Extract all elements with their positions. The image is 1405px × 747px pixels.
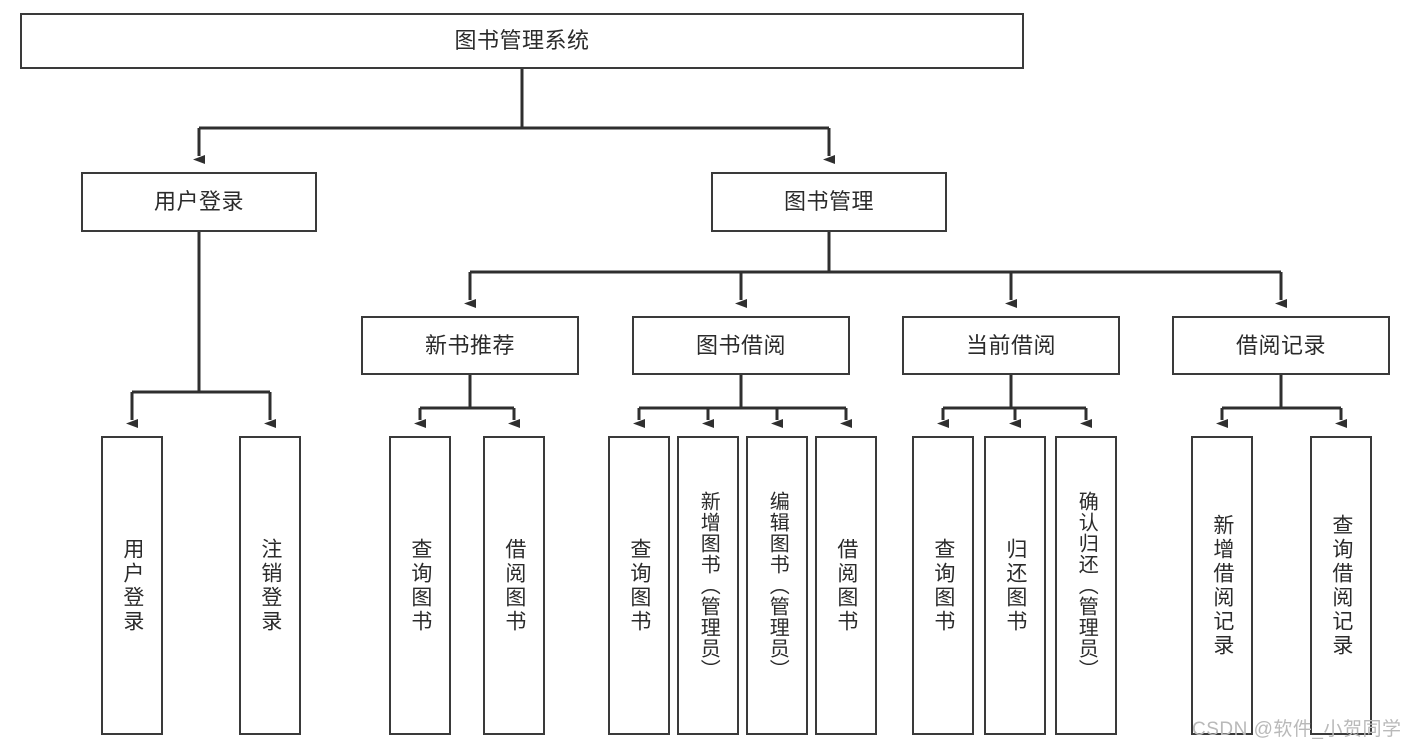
node-leaf-edit-book-label: 编辑图书（管理员） [766,491,789,680]
node-root[interactable]: 图书管理系统 [20,13,1024,69]
node-user-login-label: 用户登录 [153,189,244,215]
node-leaf-add-book-label: 新增图书（管理员） [697,491,720,680]
watermark-text: CSDN @软件_小贺同学 [1192,719,1402,740]
node-leaf-add-borrow-record-label: 新增借阅记录 [1210,513,1234,658]
node-leaf-borrow-book-recommend-label: 借阅图书 [502,537,526,634]
node-leaf-add-borrow-record[interactable]: 新增借阅记录 [1191,436,1253,735]
node-leaf-user-login[interactable]: 用户登录 [101,436,163,735]
node-leaf-borrow-book[interactable]: 借阅图书 [815,436,877,735]
node-user-login[interactable]: 用户登录 [81,172,317,232]
node-new-book-recommend[interactable]: 新书推荐 [361,316,579,375]
node-leaf-query-borrow-record-label: 查询借阅记录 [1329,513,1353,658]
node-leaf-query-book-borrow-label: 查询图书 [627,537,651,634]
node-leaf-confirm-return-label: 确认归还（管理员） [1075,491,1098,680]
node-current-borrow[interactable]: 当前借阅 [902,316,1120,375]
node-root-label: 图书管理系统 [454,28,590,54]
node-current-borrow-label: 当前借阅 [965,332,1056,358]
node-leaf-logout-label: 注销登录 [258,537,282,634]
node-book-manage-label: 图书管理 [783,189,874,215]
node-borrow-record-label: 借阅记录 [1235,332,1326,358]
node-leaf-logout[interactable]: 注销登录 [239,436,301,735]
node-leaf-query-book-borrow[interactable]: 查询图书 [608,436,670,735]
node-leaf-query-borrow-record[interactable]: 查询借阅记录 [1310,436,1372,735]
node-book-manage[interactable]: 图书管理 [711,172,947,232]
node-leaf-add-book[interactable]: 新增图书（管理员） [677,436,739,735]
node-leaf-return-book-label: 归还图书 [1003,537,1027,634]
node-leaf-return-book[interactable]: 归还图书 [984,436,1046,735]
node-leaf-confirm-return[interactable]: 确认归还（管理员） [1055,436,1117,735]
node-leaf-borrow-book-recommend[interactable]: 借阅图书 [483,436,545,735]
node-leaf-query-book-recommend[interactable]: 查询图书 [389,436,451,735]
node-book-borrow-label: 图书借阅 [695,332,786,358]
node-leaf-user-login-label: 用户登录 [120,537,144,634]
node-leaf-query-book-recommend-label: 查询图书 [408,537,432,634]
node-leaf-edit-book[interactable]: 编辑图书（管理员） [746,436,808,735]
node-new-book-recommend-label: 新书推荐 [424,332,515,358]
node-leaf-query-book-current-label: 查询图书 [931,537,955,634]
node-book-borrow[interactable]: 图书借阅 [632,316,850,375]
node-leaf-query-book-current[interactable]: 查询图书 [912,436,974,735]
node-leaf-borrow-book-label: 借阅图书 [834,537,858,634]
node-borrow-record[interactable]: 借阅记录 [1172,316,1390,375]
